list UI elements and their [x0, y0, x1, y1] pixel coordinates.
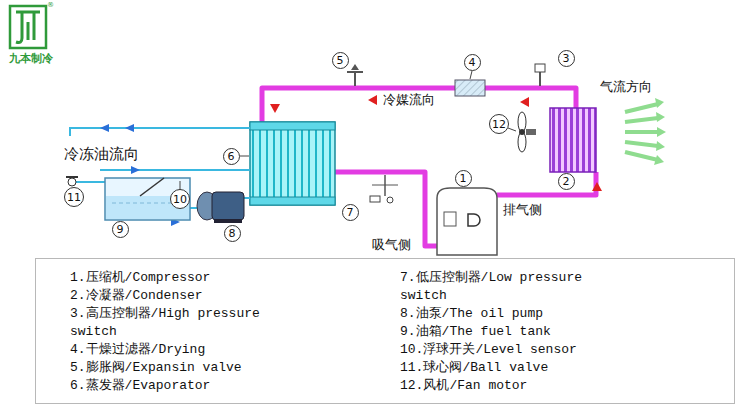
- flow-label: 冷冻油流向: [64, 146, 139, 163]
- callout-number: 3: [563, 53, 570, 64]
- oil-pump: [197, 192, 244, 223]
- side-label: 排气侧: [503, 203, 542, 218]
- parts-list-item: 9.油箱/The fuel tank: [400, 323, 615, 341]
- flow-label: 冷媒流向: [383, 93, 435, 108]
- oil-tank: [105, 178, 190, 220]
- callout-circle: 8: [224, 225, 241, 242]
- callout-number: 6: [228, 151, 235, 162]
- parts-list-item: 10.浮球开关/Level sensor: [400, 341, 615, 359]
- parts-list-item: 5.膨胀阀/Expansin valve: [70, 359, 285, 377]
- high-pressure-switch: [535, 64, 545, 86]
- callout-circle: 2: [558, 173, 575, 190]
- ball-valve: [66, 177, 78, 186]
- callout-number: 4: [469, 57, 476, 68]
- logo-text: 九本制冷: [9, 53, 53, 66]
- callout-number: 5: [337, 55, 344, 66]
- parts-list-item: 2.冷凝器/Condenser: [70, 287, 285, 305]
- callout-number: 10: [173, 194, 187, 205]
- callout-circle: 3: [558, 50, 575, 67]
- callout-number: 12: [492, 119, 506, 130]
- parts-list-item: 12.风机/Fan motor: [400, 377, 615, 395]
- callout-circle: 4: [464, 54, 481, 71]
- parts-list-item: 6.蒸发器/Evaporator: [70, 377, 285, 395]
- logo: [10, 6, 46, 48]
- callout-circle: 10: [170, 189, 190, 209]
- expansion-valve: [347, 64, 363, 86]
- registered-mark: ®: [47, 1, 54, 9]
- callout-circle: 5: [332, 52, 349, 69]
- parts-list-item: 7.低压控制器/Low pressure switch: [400, 269, 615, 305]
- compressor: [437, 188, 497, 255]
- parts-list-column: 7.低压控制器/Low pressure switch8.油泵/The oil …: [400, 269, 615, 395]
- parts-list-item: 3.高压控制器/High pressure switch: [70, 305, 285, 341]
- callout-circle: 6: [223, 148, 240, 165]
- flow-label: 气流方向: [600, 80, 652, 95]
- side-label: 吸气侧: [372, 238, 411, 253]
- callout-number: 2: [563, 176, 570, 187]
- callout-circle: 11: [64, 187, 84, 207]
- low-pressure-switch: [370, 175, 398, 203]
- parts-list-item: 11.球心阀/Ball valve: [400, 359, 615, 377]
- callout-circle: 9: [112, 221, 129, 238]
- callout-circle: 1: [455, 170, 472, 187]
- callout-number: 1: [460, 173, 467, 184]
- parts-list-item: 4.干燥过滤器/Drying: [70, 341, 285, 359]
- parts-list-column: 1.压缩机/Compressor2.冷凝器/Condenser3.高压控制器/H…: [70, 269, 285, 395]
- parts-list-item: 8.油泵/The oil pump: [400, 305, 615, 323]
- callout-number: 9: [117, 224, 124, 235]
- callout-number: 7: [347, 207, 354, 218]
- parts-list-panel: 1.压缩机/Compressor2.冷凝器/Condenser3.高压控制器/H…: [35, 258, 735, 404]
- parts-list-item: 1.压缩机/Compressor: [70, 269, 285, 287]
- callout-number: 8: [229, 228, 236, 239]
- fan-motor: [518, 112, 536, 152]
- callout-circle: 7: [342, 204, 359, 221]
- callout-circle: 12: [489, 114, 509, 134]
- condenser: [550, 108, 596, 172]
- callout-number: 11: [67, 192, 81, 203]
- airflow-arrow: [625, 98, 666, 165]
- leader-line: [180, 71, 516, 190]
- filter-drier: [455, 80, 485, 96]
- evaporator: [250, 122, 335, 205]
